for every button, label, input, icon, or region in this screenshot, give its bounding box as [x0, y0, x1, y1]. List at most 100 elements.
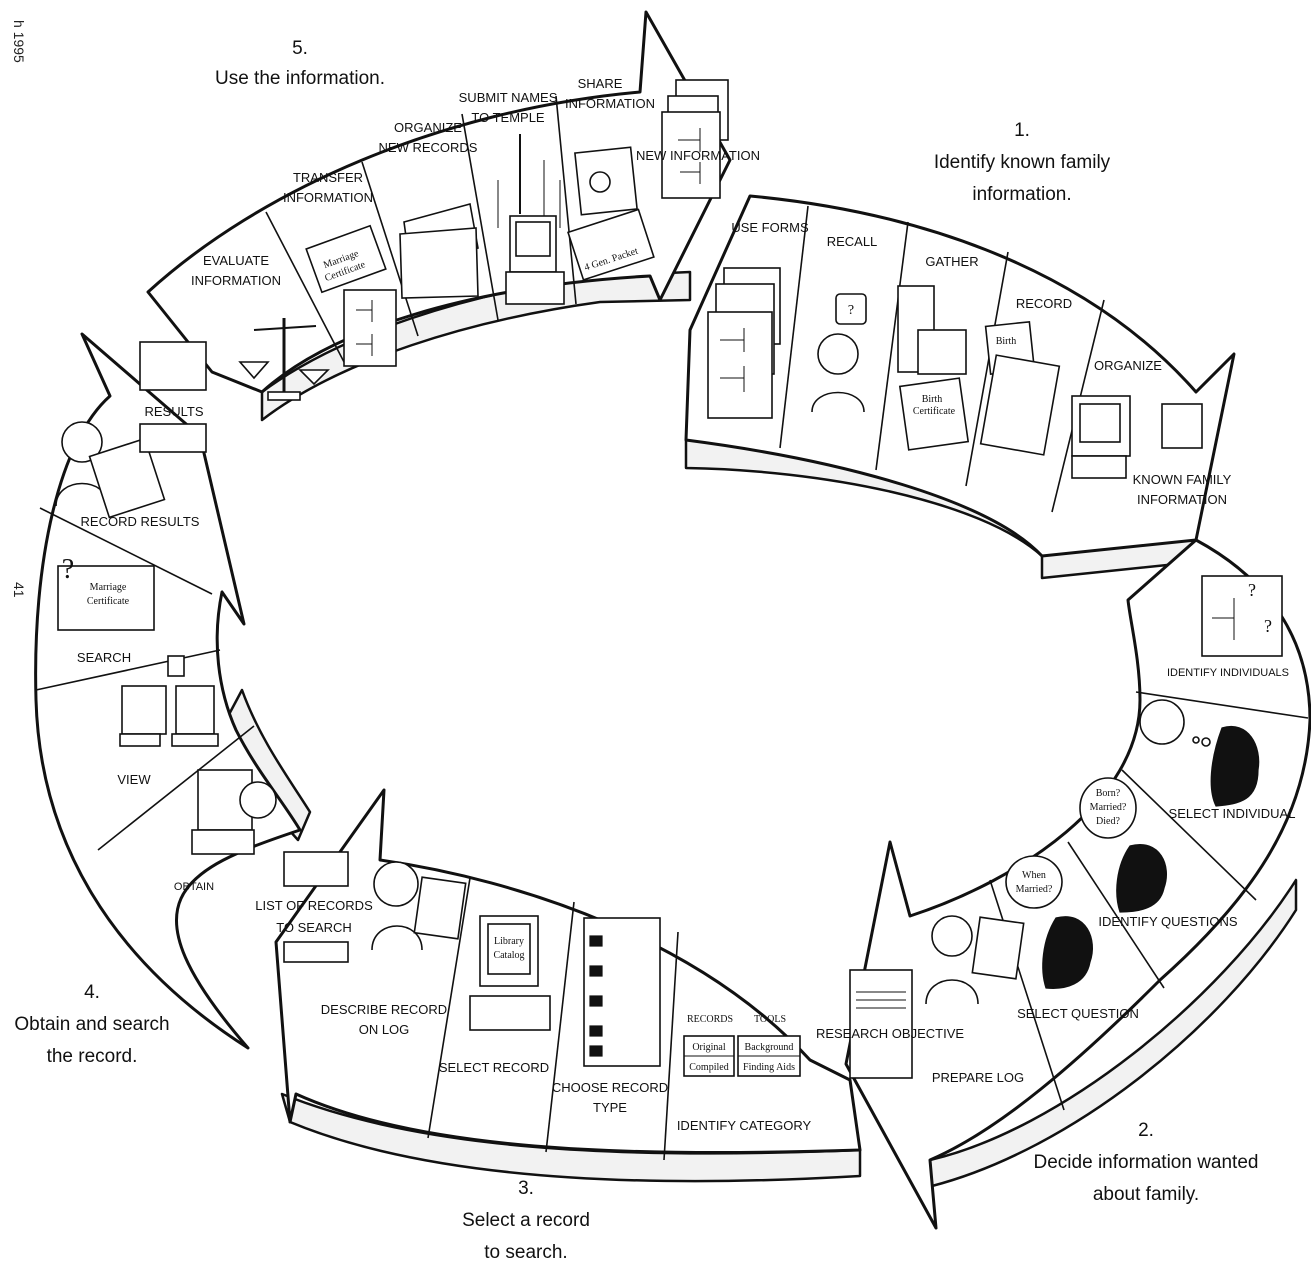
phase5-number: 5. [292, 38, 308, 59]
cat-finding-aids: Finding Aids [743, 1062, 795, 1073]
cat-original: Original [692, 1042, 726, 1053]
search-cert-text-1: Marriage [90, 582, 127, 593]
bubble-died: Died? [1096, 816, 1120, 827]
label-identify-category: IDENTIFY CATEGORY [677, 1118, 812, 1133]
birth-text: Birth [996, 336, 1017, 347]
label-gather: GATHER [925, 254, 978, 269]
label-share-1: SHARE [578, 76, 623, 91]
scales-icon [238, 318, 330, 401]
label-describe-record-1: DESCRIBE RECORD [321, 1002, 447, 1017]
search-cert-text-2: Certificate [87, 596, 130, 607]
label-organize: ORGANIZE [1094, 358, 1162, 373]
folder-icon [399, 202, 479, 299]
phase4-number: 4. [84, 982, 100, 1003]
new-information-sheets-icon [661, 79, 729, 199]
cat-tools-header: TOOLS [754, 1014, 786, 1025]
label-identify-individuals: IDENTIFY INDIVIDUALS [1167, 667, 1289, 679]
describe-record-icon [371, 861, 467, 951]
label-recall: RECALL [827, 234, 878, 249]
label-evaluate-2: INFORMATION [191, 273, 281, 288]
phase2-line2: about family. [1093, 1184, 1199, 1205]
cat-background: Background [745, 1042, 794, 1053]
label-new-information: NEW INFORMATION [636, 148, 760, 163]
svg-text:?: ? [848, 303, 854, 318]
segment-decide-info [844, 538, 1311, 1230]
label-research-objective: RESEARCH OBJECTIVE [816, 1026, 964, 1041]
cat-records-header: RECORDS [687, 1014, 733, 1025]
svg-text:?: ? [1264, 616, 1272, 636]
label-list-records-2: TO SEARCH [276, 920, 352, 935]
label-known-family-2: INFORMATION [1137, 492, 1227, 507]
label-list-records-1: LIST OF RECORDS [255, 898, 373, 913]
label-view: VIEW [117, 772, 151, 787]
catalog-text-1: Library [494, 936, 524, 947]
label-choose-record-type-1: CHOOSE RECORD [552, 1080, 668, 1095]
label-choose-record-type-2: TYPE [593, 1100, 627, 1115]
record-chart-icon: Birth [979, 320, 1061, 456]
label-use-forms: USE FORMS [731, 220, 809, 235]
label-known-family-1: KNOWN FAMILY [1133, 472, 1232, 487]
temple-icon [497, 134, 561, 228]
category-box-icon: RECORDS TOOLS Original Compiled Backgrou… [683, 1014, 801, 1077]
computer-organize-icon [1071, 395, 1203, 479]
label-submit-1: SUBMIT NAMES [459, 90, 558, 105]
margin-text-middle: 41 [11, 582, 27, 598]
list-of-records-icon [283, 851, 349, 963]
label-identify-questions: IDENTIFY QUESTIONS [1098, 914, 1237, 929]
bubble-when-married: Married? [1016, 884, 1053, 895]
label-share-2: INFORMATION [565, 96, 655, 111]
label-record-results: RECORD RESULTS [81, 514, 200, 529]
bubble-when: When [1022, 870, 1046, 881]
select-question-icon: When Married? [1005, 855, 1094, 989]
catalog-text-2: Catalog [493, 950, 524, 961]
search-certificate-icon: Marriage Certificate ? [57, 554, 155, 631]
phase2-number: 2. [1138, 1120, 1154, 1141]
label-obtain: OBTAIN [174, 881, 214, 893]
phase3-line2: to search. [484, 1242, 567, 1263]
label-record: RECORD [1016, 296, 1072, 311]
select-individual-icon [1139, 699, 1260, 807]
record-types-sheet-icon [583, 917, 661, 1067]
forms-icon [707, 267, 781, 419]
label-results: RESULTS [145, 404, 204, 419]
research-log-icon [849, 969, 913, 1079]
phase3-number: 3. [518, 1178, 534, 1199]
phase4-line1: Obtain and search [14, 1014, 169, 1035]
computer-temple-icon [505, 215, 565, 305]
label-transfer-1: TRANSFER [293, 170, 363, 185]
label-evaluate-1: EVALUATE [203, 253, 269, 268]
label-select-individual: SELECT INDIVIDUAL [1169, 806, 1296, 821]
record-results-icon [55, 421, 166, 519]
label-describe-record-2: ON LOG [359, 1022, 410, 1037]
cat-compiled: Compiled [689, 1062, 728, 1073]
person-recall-icon: ? [811, 293, 867, 413]
view-reader-icon [119, 655, 219, 747]
label-search: SEARCH [77, 650, 131, 665]
svg-text:?: ? [1248, 580, 1256, 600]
label-organize-new-1: ORGANIZE [394, 120, 462, 135]
svg-text:?: ? [62, 554, 74, 585]
label-prepare-log: PREPARE LOG [932, 1070, 1024, 1085]
prepare-log-icon [925, 915, 1025, 1005]
phase4-line2: the record. [47, 1046, 138, 1067]
label-select-question: SELECT QUESTION [1017, 1006, 1139, 1021]
obtain-computer-icon [191, 769, 277, 855]
phase1-line2: information. [972, 184, 1071, 205]
label-transfer-2: INFORMATION [283, 190, 373, 205]
phase1-number: 1. [1014, 120, 1030, 141]
catalog-computer-icon: Library Catalog [469, 915, 551, 1031]
birth-cert-text-1: Birth [922, 394, 943, 405]
margin-text-top: h 1995 [11, 20, 27, 63]
phase2-line1: Decide information wanted [1034, 1152, 1259, 1173]
birth-cert-text-2: Certificate [913, 406, 956, 417]
label-organize-new-2: NEW RECORDS [379, 140, 478, 155]
results-log-icon [139, 341, 207, 453]
transfer-certificate-icon: Marriage Certificate [305, 224, 397, 367]
identify-questions-icon: Born? Married? Died? [1079, 777, 1168, 913]
label-submit-2: TO TEMPLE [471, 110, 545, 125]
segment-obtain-search [34, 332, 312, 1050]
phase5-line1: Use the information. [215, 68, 385, 89]
pedigree-question-icon: ? ? [1201, 575, 1283, 657]
bubble-born: Born? [1096, 788, 1121, 799]
